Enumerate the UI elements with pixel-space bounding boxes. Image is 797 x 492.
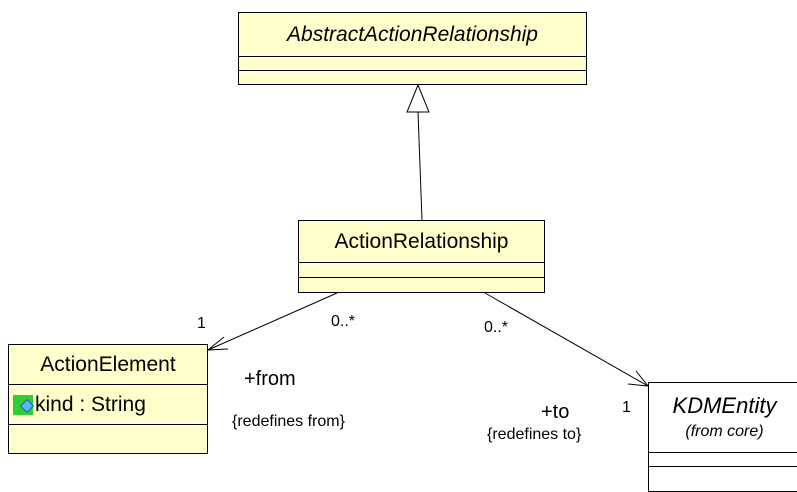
attribute-icon — [13, 394, 33, 415]
association-from-arrowhead — [206, 336, 229, 351]
constraint-redefines-to: {redefines to} — [487, 426, 582, 443]
association-to-line — [484, 292, 649, 387]
class-kdm-entity[interactable]: KDMEntity (from core) — [648, 382, 797, 492]
attributes-compartment — [299, 263, 544, 278]
attributes-compartment: kind : String — [9, 385, 207, 425]
multiplicity-from-target: 1 — [197, 315, 206, 332]
operations-compartment — [239, 71, 586, 84]
multiplicity-to-source: 0..* — [484, 319, 509, 336]
attributes-compartment — [239, 57, 586, 71]
role-from: +from — [244, 368, 296, 390]
class-name-action-element: ActionElement — [9, 345, 207, 385]
constraint-redefines-from: {redefines from} — [232, 413, 345, 430]
multiplicity-to-target: 1 — [622, 399, 631, 416]
operations-compartment — [9, 425, 207, 453]
generalization-arrowhead — [406, 83, 430, 113]
multiplicity-from-source: 0..* — [331, 313, 356, 330]
attribute-text-kind: kind : String — [35, 392, 146, 416]
attributes-compartment — [649, 453, 797, 467]
generalization-line — [417, 111, 423, 221]
class-name-abstract-action-relationship: AbstractActionRelationship — [239, 13, 586, 57]
attribute-row-kind[interactable]: kind : String — [9, 385, 207, 424]
operations-compartment — [649, 467, 797, 491]
diagram-connectors — [206, 83, 650, 387]
operations-compartment — [299, 278, 544, 292]
association-from-line — [207, 292, 338, 351]
role-to: +to — [541, 401, 570, 423]
class-origin-kdm-entity: (from core) — [685, 422, 764, 440]
class-action-element[interactable]: ActionElement kind : String — [8, 344, 208, 454]
class-name-action-relationship: ActionRelationship — [299, 221, 544, 263]
class-action-relationship[interactable]: ActionRelationship — [298, 220, 545, 293]
class-abstract-action-relationship[interactable]: AbstractActionRelationship — [238, 12, 587, 85]
class-name-kdm-entity: KDMEntity — [672, 393, 777, 419]
class-name-kdm-entity-block: KDMEntity (from core) — [649, 383, 797, 453]
